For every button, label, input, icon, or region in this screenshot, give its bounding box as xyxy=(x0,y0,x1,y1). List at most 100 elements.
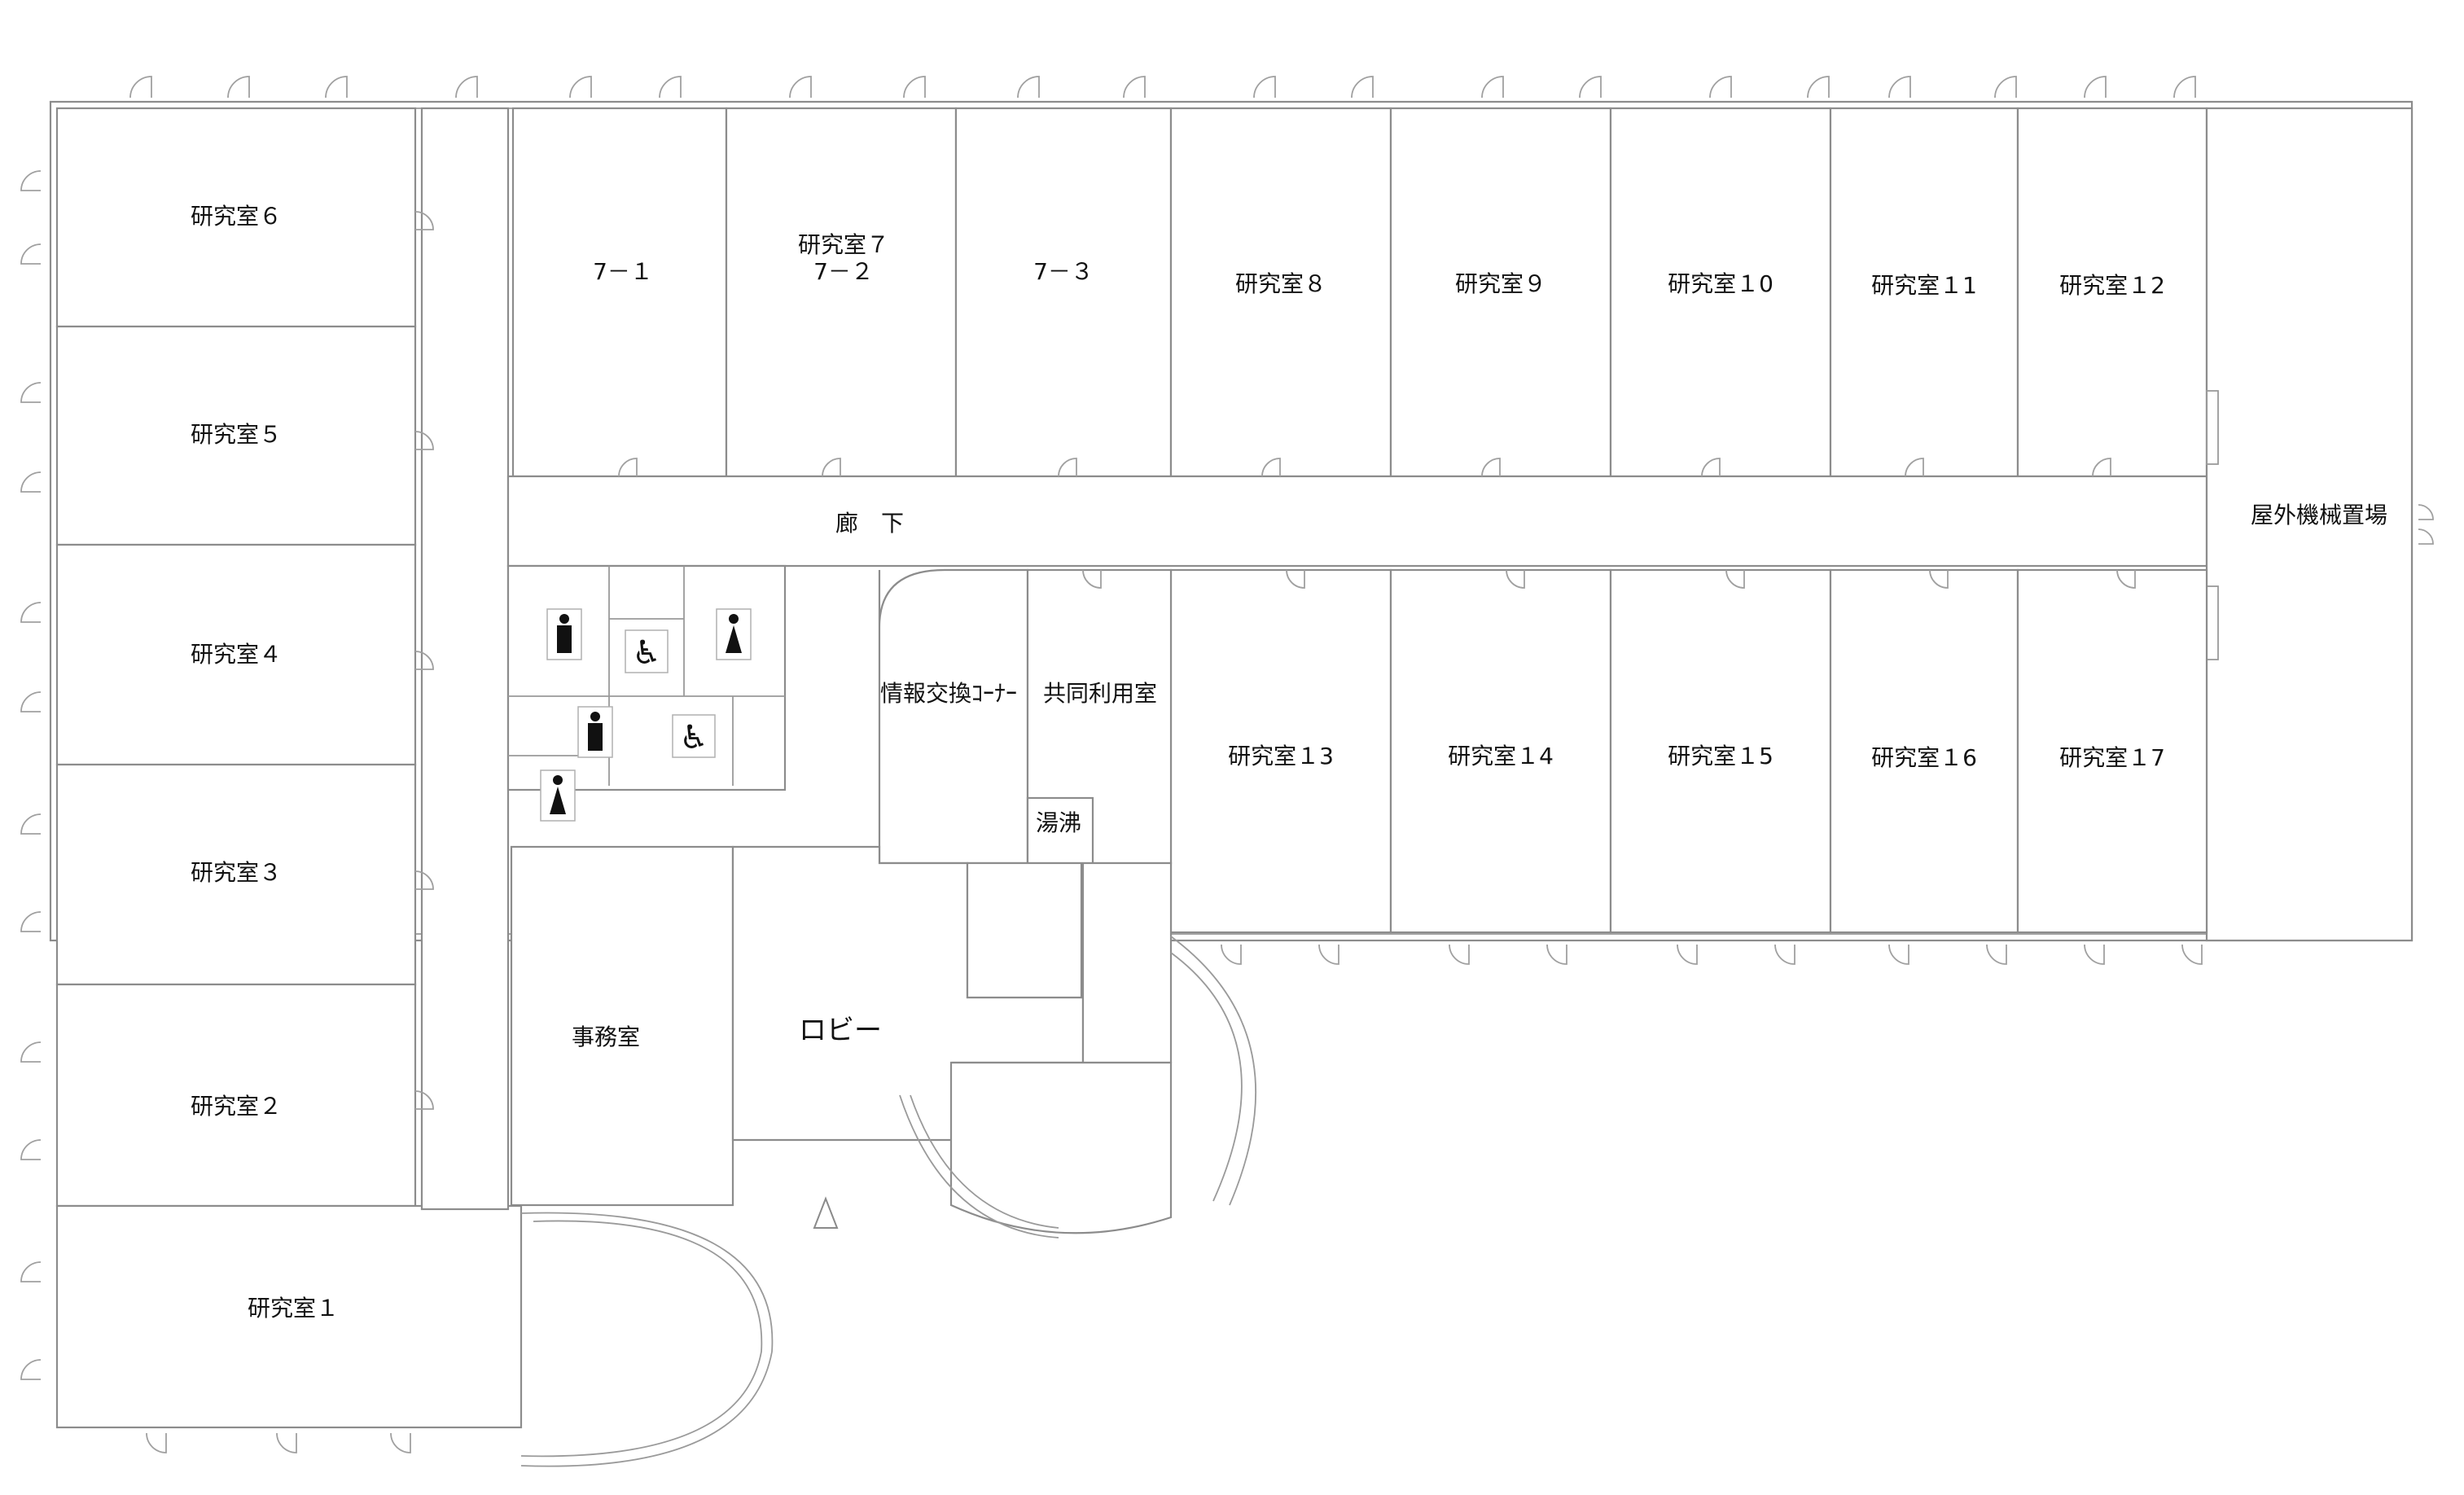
entrance-curve xyxy=(520,1212,774,1467)
door-swing xyxy=(414,431,434,450)
door-swing xyxy=(1709,76,1732,99)
door-swing xyxy=(1058,458,1077,477)
door-swing xyxy=(2418,504,2434,520)
door-swing xyxy=(2418,528,2434,545)
door-swing xyxy=(20,813,42,835)
door-swing xyxy=(276,1432,297,1453)
room-label-kettle: 湯沸 xyxy=(1036,809,1081,836)
door-swing xyxy=(1481,76,1504,99)
door-swing xyxy=(1546,944,1567,965)
door-swing xyxy=(1286,569,1305,589)
room-label-office: 事務室 xyxy=(572,1024,640,1050)
door-swing xyxy=(20,382,42,403)
door-swing xyxy=(618,458,638,477)
door-swing xyxy=(414,870,434,890)
door-swing xyxy=(20,1139,42,1160)
bottom-row xyxy=(1169,568,2208,934)
door-swing xyxy=(20,471,42,493)
room-label-lab12: 研究室１2 xyxy=(2059,272,2165,299)
door-swing xyxy=(1807,76,1830,99)
door-swing xyxy=(20,170,42,191)
door-swing xyxy=(146,1432,167,1453)
room-label-outdoor-machinery: 屋外機械置場 xyxy=(2251,502,2387,528)
door-swing xyxy=(1579,76,1602,99)
door-swing xyxy=(20,911,42,932)
room-label-lab2: 研究室２ xyxy=(191,1093,282,1120)
door-swing xyxy=(414,1090,434,1110)
door-swing xyxy=(2092,458,2111,477)
door-swing xyxy=(414,211,434,230)
door-swing xyxy=(1701,458,1721,477)
door-swing xyxy=(2084,76,2107,99)
door-swing xyxy=(2116,569,2136,589)
room-label-lab7-1: 7－１ xyxy=(593,258,653,285)
room-label-lab7-2: 7－２ xyxy=(813,258,874,285)
room-label-lab17: 研究室１7 xyxy=(2059,744,2165,771)
door-swing xyxy=(2084,944,2105,965)
door-swing xyxy=(1481,458,1501,477)
door-swing xyxy=(1994,76,2017,99)
door-swing xyxy=(1253,76,1276,99)
door-swing xyxy=(1221,944,1242,965)
door-swing xyxy=(2181,944,2203,965)
room-label-lab5: 研究室５ xyxy=(191,421,282,448)
top-row xyxy=(511,107,2208,478)
room-label-lab9: 研究室９ xyxy=(1455,270,1546,297)
door-swing xyxy=(1929,569,1949,589)
room-label-lab3: 研究室３ xyxy=(191,859,282,886)
female-restroom-icon xyxy=(716,608,752,660)
accessible-restroom-icon: ♿ xyxy=(625,629,669,673)
room-label-lab14: 研究室１4 xyxy=(1448,743,1554,769)
door-swing xyxy=(20,1041,42,1063)
room-label-lab7-title: 研究室７ xyxy=(798,231,889,258)
female-restroom-icon xyxy=(540,769,576,822)
corridor-area xyxy=(506,475,2208,568)
door-swing xyxy=(1318,944,1339,965)
outdoor-machinery-area xyxy=(2205,107,2414,942)
door-swing xyxy=(789,76,812,99)
room-label-lab10: 研究室１0 xyxy=(1668,270,1773,297)
door-swing xyxy=(903,76,926,99)
door-swings xyxy=(20,76,2434,1453)
door-swing xyxy=(1017,76,1040,99)
svg-text:♿: ♿ xyxy=(632,634,661,672)
door-swing xyxy=(390,1432,411,1453)
door-swing xyxy=(659,76,682,99)
accessible-restroom-icon: ♿ xyxy=(672,714,716,758)
door-swing xyxy=(20,1359,42,1380)
corridor-label: 廊 下 xyxy=(835,510,904,537)
door-swing xyxy=(129,76,152,99)
door-swing xyxy=(822,458,841,477)
door-swing xyxy=(2173,76,2196,99)
door-swing xyxy=(1888,76,1911,99)
door-swing xyxy=(455,76,478,99)
door-swing xyxy=(1351,76,1374,99)
door-swing xyxy=(1677,944,1698,965)
door-swing xyxy=(1261,458,1281,477)
svg-text:♿: ♿ xyxy=(679,719,708,756)
door-swing xyxy=(20,602,42,623)
room-label-lab8: 研究室８ xyxy=(1235,270,1326,297)
left-wing xyxy=(55,107,523,1429)
door-swing xyxy=(20,243,42,265)
door-swing xyxy=(227,76,250,99)
office-lobby-block xyxy=(510,845,1257,1239)
door-swing xyxy=(1082,569,1102,589)
male-restroom-icon xyxy=(546,608,582,660)
room-label-lab11: 研究室１1 xyxy=(1871,272,1977,299)
room-label-lab15: 研究室１5 xyxy=(1668,743,1773,769)
door-swing xyxy=(1123,76,1146,99)
door-swing xyxy=(325,76,348,99)
door-swing xyxy=(1986,944,2007,965)
room-label-lobby: ロビー xyxy=(799,1015,882,1047)
door-swing xyxy=(1774,944,1795,965)
door-swing xyxy=(1449,944,1470,965)
room-label-shared-room: 共同利用室 xyxy=(1043,680,1157,707)
entrance-arrow-icon xyxy=(813,1196,839,1229)
male-restroom-icon xyxy=(577,706,613,758)
room-label-lab1: 研究室１ xyxy=(248,1295,339,1322)
room-label-lab16: 研究室１6 xyxy=(1871,744,1977,771)
room-label-lab6: 研究室６ xyxy=(191,203,282,230)
room-label-lab13: 研究室１3 xyxy=(1228,743,1334,769)
